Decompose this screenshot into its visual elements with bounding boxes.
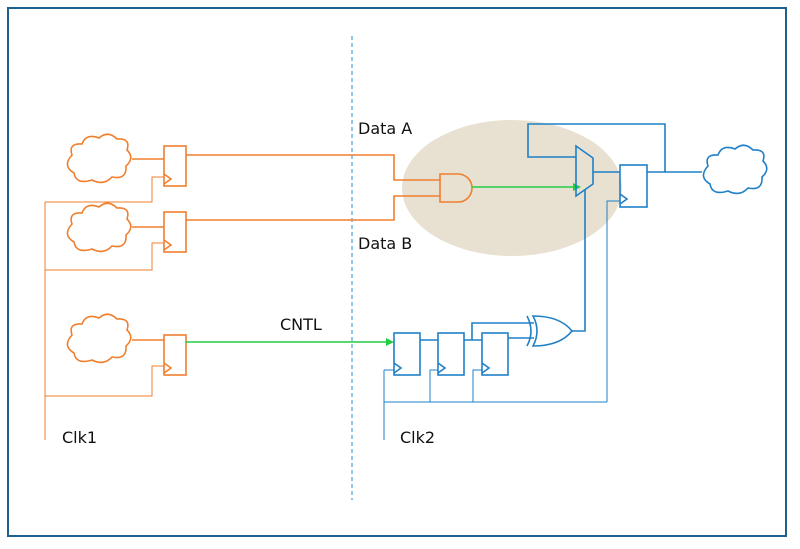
cntl-label: CNTL: [280, 315, 322, 334]
clock-pin: [481, 362, 491, 374]
clk2-label: Clk2: [400, 428, 435, 447]
cloud-icon: [66, 202, 132, 253]
data-b-label: Data B: [358, 234, 412, 253]
data-b-wire: [186, 195, 440, 221]
cloud-icon: [702, 144, 768, 195]
arrow-head: [573, 183, 581, 191]
source-domain: [66, 133, 187, 376]
clk2-tree: [383, 200, 620, 440]
flip-flop-icon: [163, 211, 187, 253]
diagram-frame: [7, 7, 787, 537]
xor-gate-icon: [531, 315, 574, 347]
flip-flop-icon: [163, 334, 187, 376]
crossing-signals: [186, 186, 576, 343]
clock-pin: [437, 362, 447, 374]
mux-select-wire: [572, 190, 586, 332]
arrow-head: [386, 338, 394, 346]
flip-flop-icon: [163, 145, 187, 187]
data-paths: [186, 154, 473, 221]
flip-flop-icon: [481, 332, 509, 376]
clk1-label: Clk1: [62, 428, 97, 447]
xor-gate-back: [526, 315, 532, 347]
highlight-ellipse: [402, 120, 622, 256]
cloud-icon: [66, 133, 132, 184]
flip-flop-icon: [437, 332, 465, 376]
destination-domain: [393, 123, 768, 376]
feedback-wire: [527, 123, 666, 173]
clock-pin: [393, 362, 403, 374]
data-a-label: Data A: [358, 119, 412, 138]
mux-icon: [575, 144, 594, 198]
clk1-tree: [44, 176, 164, 440]
data-a-wire: [186, 154, 440, 181]
clock-pin: [163, 239, 173, 251]
clock-pin: [163, 362, 173, 374]
and-gate-icon: [439, 173, 473, 203]
clock-pin: [619, 193, 629, 205]
cloud-icon: [66, 313, 132, 364]
xor-input-wire: [471, 322, 534, 340]
flip-flop-icon: [393, 332, 421, 376]
flip-flop-icon: [619, 164, 648, 208]
clock-pin: [163, 173, 173, 185]
